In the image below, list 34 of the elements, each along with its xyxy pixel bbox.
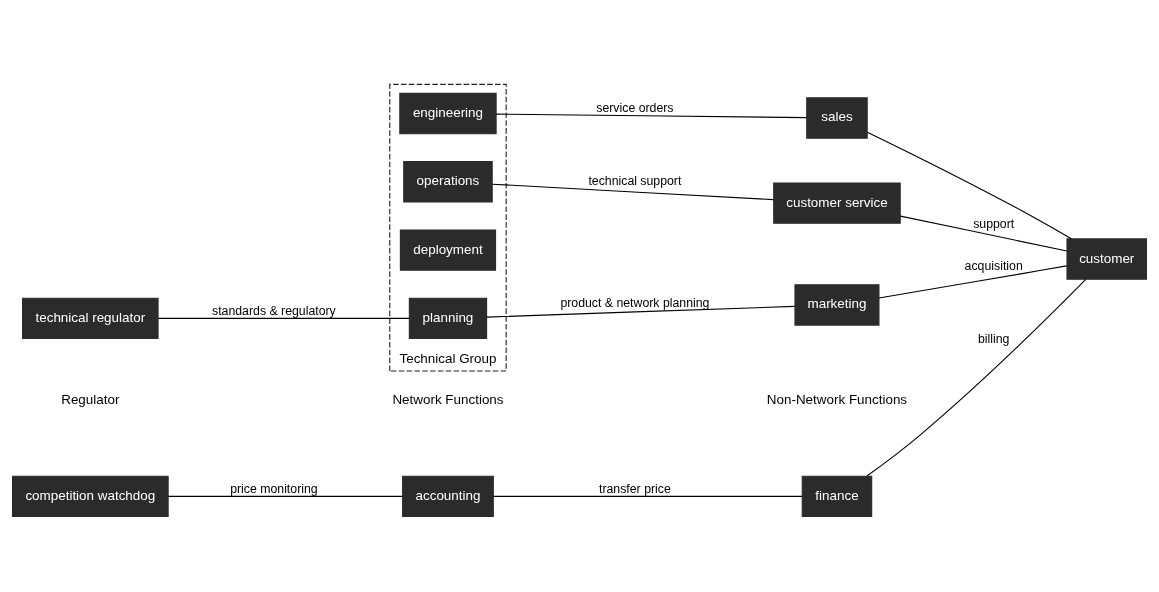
label: Regulator [61, 391, 120, 407]
node-box: marketing [794, 284, 880, 326]
edge-label: standards & regulatory [212, 303, 336, 318]
edge-label: support [973, 216, 1015, 231]
node-box: accounting [402, 475, 494, 518]
edge-label: technical support [588, 173, 682, 188]
edge-label: service orders [596, 101, 674, 116]
edge-label: product & network planning [560, 295, 710, 310]
node-box: engineering [399, 92, 497, 135]
connector [157, 317, 410, 319]
edge-label: acquisition [964, 259, 1023, 274]
connector [866, 278, 1087, 477]
node-box: technical regulator [22, 297, 159, 340]
label: Network Functions [392, 391, 504, 407]
edge-label: billing [977, 331, 1010, 346]
label: Non-Network Functions [766, 391, 908, 407]
node-box: sales [806, 97, 868, 139]
connector [492, 495, 803, 497]
node-box: customer service [773, 182, 901, 224]
node-box: deployment [399, 229, 497, 271]
connector [899, 215, 1068, 252]
node-box: planning [408, 297, 488, 340]
connector [878, 265, 1068, 299]
connector [167, 495, 403, 497]
connector [486, 305, 796, 318]
edge-label: transfer price [599, 481, 671, 496]
connector [491, 183, 774, 201]
connector [866, 131, 1072, 240]
node-box: operations [403, 161, 493, 203]
node-box: finance [801, 475, 873, 518]
connector [495, 113, 807, 119]
node-box: customer [1066, 238, 1148, 280]
edge-label: price monitoring [230, 481, 318, 496]
node-box: competition watchdog [11, 475, 169, 518]
